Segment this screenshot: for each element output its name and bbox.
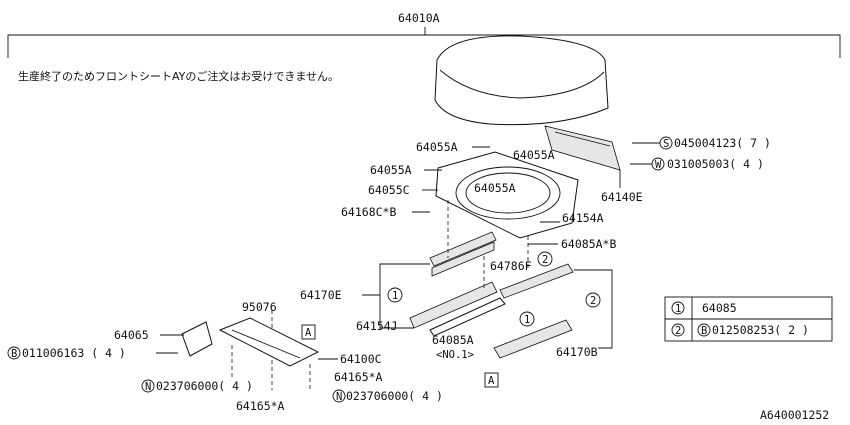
figure-code: A640001252 (760, 408, 829, 422)
label-64168c: 64168C*B (341, 205, 396, 219)
label-screw-045004123: 045004123( 7 ) (674, 136, 771, 150)
label-64165a-bottom: 64165*A (236, 399, 285, 413)
label-nut-023706000-right: 023706000( 4 ) (346, 389, 443, 403)
discontinued-notice: 生産終了のためフロントシートAYのご注文はお受けできません。 (18, 69, 339, 83)
rail-64154J (409, 281, 498, 329)
assembly-guide-lines (231, 200, 529, 392)
label-64140e: 64140E (601, 190, 643, 204)
callout-1-left (387, 287, 403, 303)
assembly-bracket (7, 27, 841, 58)
legend-table: 1 64085 2 B 012508253( 2 ) (664, 296, 833, 342)
callout-1-left-text: 1 (392, 290, 398, 302)
assembly-part-number: 64010A (398, 11, 440, 25)
callout-1-right (519, 311, 535, 327)
n-marker-2-letter: N (336, 391, 342, 403)
label-64055a-right: 64055A (513, 148, 555, 162)
label-64085a-note: <NO.1> (436, 349, 474, 361)
callout-2-right-text: 2 (590, 295, 596, 307)
label-64055a-mid: 64055A (370, 163, 412, 177)
b-marker-letter: B (11, 348, 17, 360)
seat-cushion-edge (439, 69, 605, 99)
label-64055c: 64055C (368, 183, 410, 197)
callout-2-top-text: 2 (542, 254, 548, 266)
callout-1-right-text: 1 (524, 314, 530, 326)
b-marker-bolt (7, 346, 21, 360)
slide-rail-upper-right (499, 263, 574, 299)
label-95076: 95076 (242, 300, 277, 314)
label-64065: 64065 (114, 328, 149, 342)
side-rail-detail (554, 131, 611, 147)
ref-box-a-bottom (484, 372, 499, 388)
label-64165a-right: 64165*A (334, 370, 383, 384)
leader-64170b (574, 269, 613, 349)
label-64085a: 64085A (432, 333, 474, 347)
swivel-ring-inner (465, 172, 551, 214)
label-64055a-center: 64055A (474, 181, 516, 195)
n-marker-1 (141, 379, 155, 393)
n-marker-1-letter: N (145, 381, 151, 393)
seat-cushion (434, 35, 609, 126)
slide-rail-upper-left (429, 231, 497, 267)
legend-part-012508253: 012508253( 2 ) (712, 323, 809, 337)
slide-rail-lower-left (431, 241, 495, 277)
label-64786f: 64786F (490, 259, 532, 273)
legend-part-64085: 64085 (702, 301, 737, 315)
s-marker-letter: S (663, 138, 669, 150)
legend-key-1 (671, 301, 685, 315)
leader-64170e (362, 263, 430, 329)
legend-key-2-text: 2 (675, 325, 681, 337)
label-64154j: 64154J (356, 319, 398, 333)
ref-box-a-left (301, 324, 316, 340)
legend-key-2 (671, 323, 685, 337)
legend-grid (665, 297, 832, 341)
callout-2-right (585, 292, 601, 308)
bracket-64065 (181, 321, 213, 357)
swivel-ring-outer (455, 166, 561, 220)
callout-2-top (537, 251, 553, 267)
seat-base-frame (435, 151, 579, 239)
label-64170e: 64170E (300, 288, 342, 302)
label-64100c: 64100C (340, 352, 382, 366)
label-64154a: 64154A (562, 211, 604, 225)
label-washer-031005003: 031005003( 4 ) (667, 157, 764, 171)
slide-rail-64170B (493, 319, 573, 359)
bracket-64100C (218, 317, 320, 367)
w-marker-letter: W (655, 159, 662, 171)
label-bolt-011006163: 011006163 ( 4 ) (22, 346, 126, 360)
bracket-64100C-detail (231, 329, 301, 359)
label-64085ab: 64085A*B (561, 237, 616, 251)
n-marker-2 (332, 389, 346, 403)
ref-box-a-bottom-text: A (488, 375, 495, 387)
legend-b-marker-text: B (701, 325, 707, 337)
ref-box-a-left-text: A (305, 327, 312, 339)
legend-key-1-text: 1 (675, 303, 681, 315)
legend-b-marker (697, 323, 711, 337)
label-64055a-top: 64055A (416, 140, 458, 154)
rail-cover-64154J (429, 297, 506, 337)
label-64170b: 64170B (556, 345, 598, 359)
label-nut-023706000-left: 023706000( 4 ) (156, 379, 253, 393)
